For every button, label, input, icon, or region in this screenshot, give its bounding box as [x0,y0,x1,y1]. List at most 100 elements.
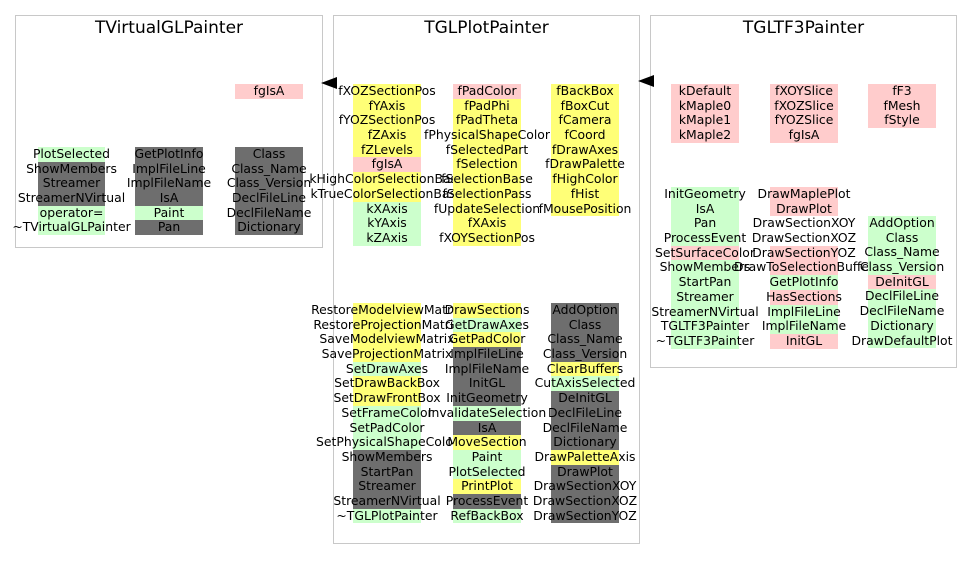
member-swatch [353,84,421,99]
member-item: fMousePosition [539,201,631,217]
member-swatch [453,142,521,158]
member-item: Class [868,230,936,246]
member-item: Class [235,146,303,162]
member-label: PlotSelected [32,146,111,161]
member-item: ProcessEvent [446,493,528,509]
member-item: StartPan [671,274,739,290]
member-label: fSelectionBase [441,171,533,187]
member-swatch [868,260,936,275]
member-swatch [868,113,936,129]
member-item: IsA [135,190,203,206]
member-item: IsA [671,201,739,217]
member-label: kZAxis [366,229,408,245]
member-item: MoveSection [447,434,527,450]
member-item: DrawToSelectionBuffer [734,260,874,276]
member-swatch [453,172,521,187]
member-swatch [453,157,521,173]
member-swatch [453,493,521,509]
member-swatch [453,113,521,129]
member-item: fYOZSectionPos [339,113,435,129]
member-swatch [551,464,619,480]
member-label: Class_Version [859,259,945,275]
member-label: fHist [570,185,600,201]
member-swatch [770,98,838,114]
member-swatch [671,187,739,202]
member-item: DrawSectionXOZ [752,230,856,246]
member-label: PlotSelected [448,463,526,479]
member-swatch [453,347,521,362]
member-item: fHighColor [551,171,619,187]
member-label: fYAxis [368,97,406,113]
member-label: Dictionary [237,219,301,235]
member-label: StartPan [360,463,414,479]
member-swatch [770,333,838,349]
member-label: DrawSectionXOZ [751,230,857,246]
member-swatch [671,231,739,246]
member-swatch [353,98,421,114]
member-item: fZLevels [353,142,421,158]
member-item: SetDrawBackBox [334,376,440,392]
member-swatch [551,201,619,217]
member-label: kHighColorSelectionBase [309,171,465,187]
member-swatch [551,332,619,348]
member-label: TGLTF3Painter [660,318,750,334]
member-label: PrintPlot [461,478,513,494]
member-item: kYAxis [353,215,421,231]
member-item: InitGeometry [664,186,746,202]
member-swatch [770,128,838,143]
member-swatch [235,191,303,206]
member-item: DeclFileLine [232,190,306,206]
member-item: Paint [135,205,203,221]
member-swatch [353,420,421,436]
member-label: RestoreModelviewMatrix [311,302,463,317]
member-item: DrawSectionXOY [534,479,636,494]
member-item: SetFrameColor [341,405,433,421]
member-swatch [770,289,838,305]
member-item: Class_Name [547,332,623,348]
member-item: ClearBuffers [547,361,623,377]
member-item: HasSections [766,289,842,305]
member-swatch [235,176,303,192]
member-item: fYAxis [353,97,421,114]
member-item: fCamera [551,113,619,129]
member-swatch [235,161,303,177]
member-label: Class [568,316,602,332]
member-item: DrawMaplePlot [758,186,850,202]
member-item: ShowMembers [26,161,117,177]
member-label: GetDrawAxes [445,316,529,332]
member-item: InitGL [453,376,521,392]
member-swatch [551,479,619,494]
member-swatch [353,142,421,158]
member-swatch [353,216,421,231]
member-swatch [551,361,619,377]
member-swatch [453,98,521,114]
class-title: TGLTF3Painter [742,18,865,38]
member-swatch [770,84,838,99]
member-label: StartPan [678,274,732,290]
member-swatch [453,449,521,465]
member-item: fZAxis [353,127,421,143]
member-item: PlotSelected [448,464,526,480]
member-item: fDrawAxes [551,142,619,158]
member-label: DeInitGL [875,273,929,289]
member-swatch [353,405,421,421]
member-swatch [353,449,421,465]
member-label: fSelectedPart [445,141,529,157]
member-item: kZAxis [353,229,421,246]
member-label: InitGL [785,332,823,348]
member-swatch [353,128,421,143]
member-swatch [551,98,619,114]
member-item: kXAxis [353,201,421,217]
member-swatch [353,157,421,173]
member-label: fMousePosition [538,200,632,216]
member-item: RestoreProjectionMatrix [313,317,461,333]
member-item: Dictionary [551,434,619,450]
member-swatch [868,289,936,305]
member-swatch [868,230,936,246]
member-label: kMaple2 [678,127,732,143]
member-swatch [671,304,739,320]
